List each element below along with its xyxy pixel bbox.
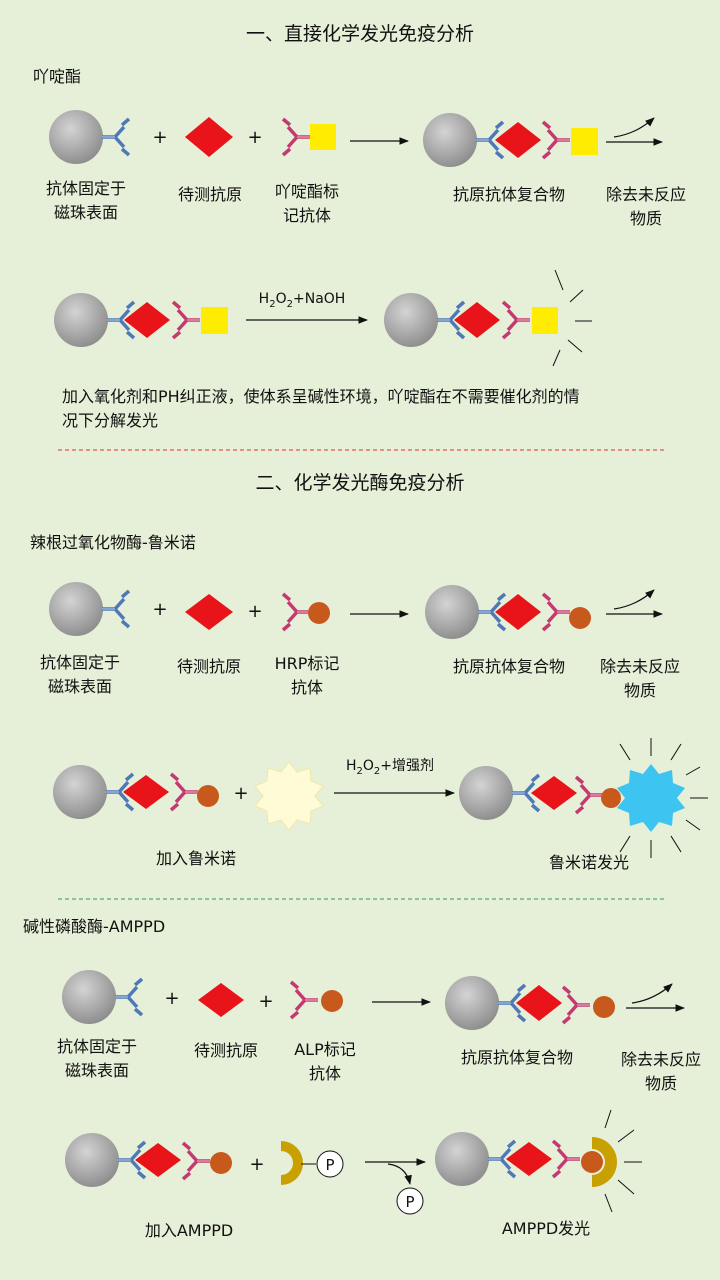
- antigen-antibody-complex: [423, 113, 598, 167]
- remove-label: 除去未反应: [600, 657, 680, 676]
- plus-sign: +: [247, 127, 262, 148]
- plus-sign: +: [152, 127, 167, 148]
- antigen-antibody-complex: [65, 1133, 232, 1187]
- bead-label: 抗体固定于: [40, 653, 120, 672]
- remove-label: 除去未反应: [606, 185, 686, 204]
- luminol-light-emission: [459, 738, 708, 858]
- remove-arrow: [626, 983, 685, 1012]
- plus-sign: +: [247, 601, 262, 622]
- antigen-antibody-complex: [425, 585, 591, 639]
- antigen-label: 待测抗原: [194, 1041, 258, 1060]
- ampdd-glow-label: AMPPD发光: [502, 1219, 590, 1238]
- acridinium-labeled-antibody: [281, 117, 336, 157]
- remove-arrow: [606, 117, 663, 146]
- luminol-glow-label: 鲁米诺发光: [549, 853, 629, 872]
- labeled-antibody-label: 抗体: [309, 1064, 341, 1083]
- remove-label: 物质: [645, 1074, 677, 1093]
- plus-sign: +: [152, 599, 167, 620]
- labeled-antibody-label: 抗体: [291, 678, 323, 697]
- plus-sign: +: [249, 1154, 264, 1175]
- antigen-antibody-complex: [445, 976, 615, 1030]
- alp-subtitle: 碱性磷酸酶-AMPPD: [23, 917, 165, 936]
- bead-with-antibody: [49, 582, 131, 636]
- bead-with-antibody: [62, 970, 144, 1024]
- labeled-antibody-label: HRP标记: [275, 654, 340, 673]
- section1-title: 一、直接化学发光免疫分析: [246, 23, 474, 45]
- labeled-antibody-label: 吖啶酯标: [275, 182, 339, 201]
- remove-label: 除去未反应: [621, 1050, 701, 1069]
- labeled-antibody-label: 记抗体: [283, 206, 331, 225]
- hrp-labeled-antibody: [281, 592, 330, 632]
- plus-sign: +: [164, 988, 179, 1009]
- hrp-subtitle: 辣根过氧化物酶-鲁米诺: [30, 533, 196, 552]
- alp-labeled-antibody: [289, 980, 343, 1020]
- complex-label: 抗原抗体复合物: [453, 185, 565, 204]
- description-line: 加入氧化剂和PH纠正液，使体系呈碱性环境，吖啶酯在不需要催化剂的情: [62, 387, 580, 406]
- section2-title: 二、化学发光酶免疫分析: [255, 472, 464, 494]
- antigen-label: 待测抗原: [177, 657, 241, 676]
- bead-with-antibody: [49, 110, 131, 164]
- phosphate-release-arrow: P: [365, 1158, 426, 1215]
- antigen-diamond: [185, 594, 233, 630]
- antigen-diamond: [185, 117, 233, 157]
- phosphate-label: P: [405, 1193, 414, 1211]
- complex-label: 抗原抗体复合物: [453, 657, 565, 676]
- ampdd-light-emission: [435, 1109, 642, 1213]
- reagent-label: H2O2+增强剂: [346, 758, 434, 777]
- reagent-label: H2O2+NaOH: [259, 291, 346, 310]
- bead-label: 磁珠表面: [65, 1061, 129, 1080]
- complex-label: 抗原抗体复合物: [461, 1048, 573, 1067]
- plus-sign: +: [258, 991, 273, 1012]
- antigen-label: 待测抗原: [178, 185, 242, 204]
- plus-sign: +: [233, 783, 248, 804]
- bead-label: 抗体固定于: [57, 1037, 137, 1056]
- ampdd-substrate: P: [281, 1141, 344, 1185]
- description-line: 况下分解发光: [62, 411, 158, 430]
- antigen-antibody-complex: [53, 765, 219, 819]
- labeled-antibody-label: ALP标记: [294, 1040, 356, 1059]
- add-ampdd-label: 加入AMPPD: [145, 1221, 233, 1240]
- remove-label: 物质: [624, 681, 656, 700]
- section1-subtitle: 吖啶酯: [33, 67, 81, 86]
- antigen-antibody-complex: [54, 293, 228, 347]
- bead-label: 磁珠表面: [48, 677, 112, 696]
- luminol-burst: [254, 761, 324, 831]
- add-luminol-label: 加入鲁米诺: [156, 849, 236, 868]
- phosphate-label: P: [325, 1156, 334, 1174]
- remove-label: 物质: [630, 209, 662, 228]
- antigen-diamond: [198, 983, 244, 1017]
- acridinium-light-emission: [384, 269, 592, 367]
- bead-label: 磁珠表面: [54, 203, 118, 222]
- remove-arrow: [606, 589, 663, 618]
- bead-label: 抗体固定于: [46, 179, 126, 198]
